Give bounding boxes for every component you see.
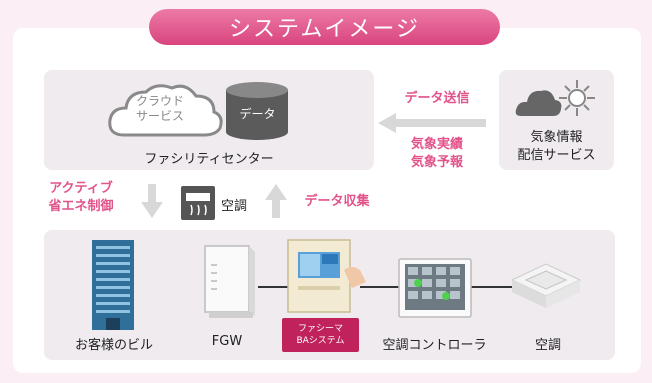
aircon-label: 空調 — [534, 338, 561, 353]
database-label: データ — [239, 107, 276, 121]
cloud-label-2: サービス — [135, 109, 184, 123]
cloud-icon — [108, 84, 223, 137]
cloud-sun-icon — [515, 80, 595, 116]
ba-system-badge: ファシーマ BAシステム — [282, 318, 359, 352]
data-collect-label: データ収集 — [304, 194, 370, 209]
building-icon — [92, 240, 134, 330]
facility-center-label: ファシリティセンター — [144, 152, 274, 167]
active-control-label-2: 省エネ制御 — [48, 199, 114, 214]
weather-actual-label: 気象実績 — [410, 137, 463, 152]
database-icon — [226, 82, 288, 140]
weather-forecast-label: 気象予報 — [410, 155, 463, 170]
aircon-icon-label: 空調 — [220, 199, 247, 214]
aircon-unit-icon — [181, 186, 215, 220]
building-label: お客様のビル — [74, 338, 153, 353]
down-arrow-icon — [141, 184, 163, 218]
weather-label-2: 配信サービス — [517, 148, 596, 163]
cloud-label-1: クラウド — [135, 94, 184, 108]
weather-label-1: 気象情報 — [530, 130, 583, 145]
fgw-label: FGW — [211, 334, 243, 349]
connector-line-fgw-ba — [258, 286, 288, 288]
weather-service-panel — [499, 70, 614, 170]
aircon-controller-icon — [398, 258, 472, 318]
page-title: システムイメージ — [149, 9, 500, 45]
ba-badge-line-2: BAシステム — [296, 336, 345, 346]
connector-line-controller-aircon — [470, 286, 515, 288]
up-arrow-icon — [265, 184, 287, 218]
active-control-label-1: アクティブ — [49, 181, 113, 196]
aircon-controller-label: 空調コントローラ — [382, 338, 487, 353]
left-arrow-icon — [378, 113, 486, 133]
ba-system-panel-icon — [287, 239, 366, 313]
data-send-label: データ送信 — [404, 91, 470, 106]
page-title-text: システムイメージ — [229, 17, 420, 42]
ceiling-aircon-icon — [510, 263, 582, 308]
ba-badge-line-1: ファシーマ — [297, 324, 343, 334]
connector-line-ba-controller — [360, 286, 400, 288]
fgw-router-icon — [204, 245, 255, 318]
